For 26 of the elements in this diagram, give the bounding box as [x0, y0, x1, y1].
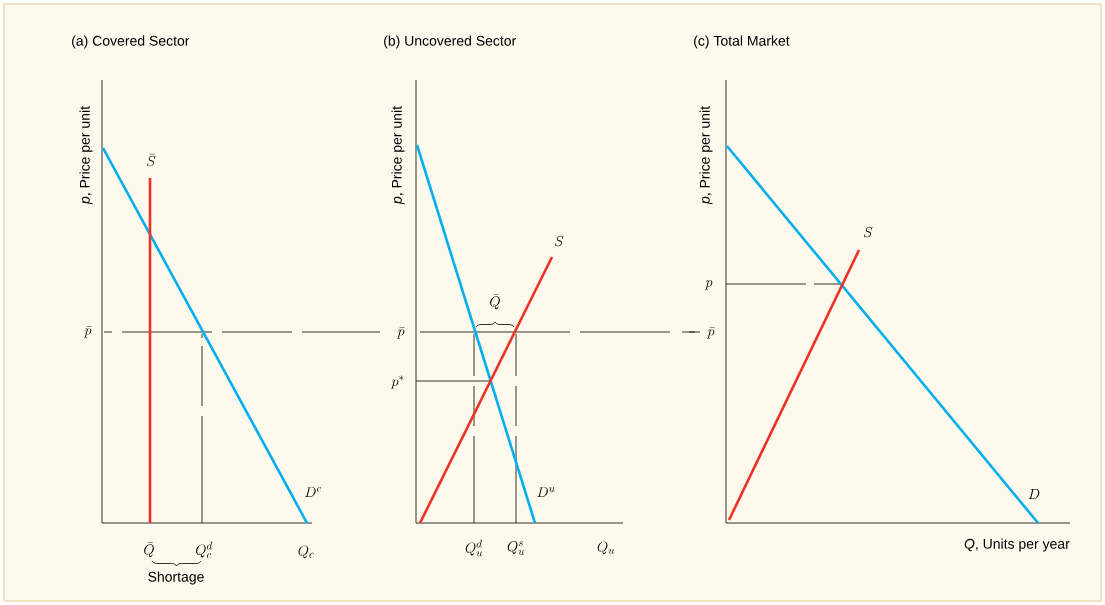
- tick-label: $\bar{Q}$: [144, 542, 154, 558]
- tick-label: $Q_c^d$: [196, 541, 213, 559]
- tick-label: $Q_u^d$: [465, 539, 483, 557]
- tick-label: $Q_u^s$: [507, 541, 525, 555]
- tick-label: $\bar{p}$: [84, 326, 92, 338]
- tick-label: $Q_c$: [298, 545, 314, 559]
- axis-label: Q, Units per year: [964, 538, 1070, 552]
- curve-label: $D^c$: [305, 486, 322, 497]
- curve-label: $\bar{S}$: [147, 153, 156, 167]
- tick-label: $Q_u$: [597, 541, 615, 555]
- axis-label: p, Price per unit: [79, 106, 93, 205]
- panel-title: (b) Uncovered Sector: [384, 35, 516, 49]
- panel-title: (a) Covered Sector: [72, 35, 190, 49]
- tick-label: $\bar{p}$: [397, 327, 405, 339]
- tick-label: $p$: [705, 280, 713, 290]
- brace-label: Shortage: [148, 571, 204, 585]
- panel-title: (c) Total Market: [694, 35, 790, 49]
- axis-label: p, Price per unit: [699, 106, 713, 205]
- brace-label: $\bar{Q}$: [490, 294, 500, 310]
- axis-label: p, Price per unit: [391, 106, 405, 205]
- curve-label: $S$: [864, 226, 873, 238]
- curve-label: $D$: [1028, 489, 1040, 499]
- curve-label: $D^u$: [537, 486, 555, 497]
- tick-label: $\bar{p}$: [707, 327, 715, 339]
- tick-label: $p^*$: [391, 375, 404, 389]
- curve-label: $S$: [555, 235, 564, 247]
